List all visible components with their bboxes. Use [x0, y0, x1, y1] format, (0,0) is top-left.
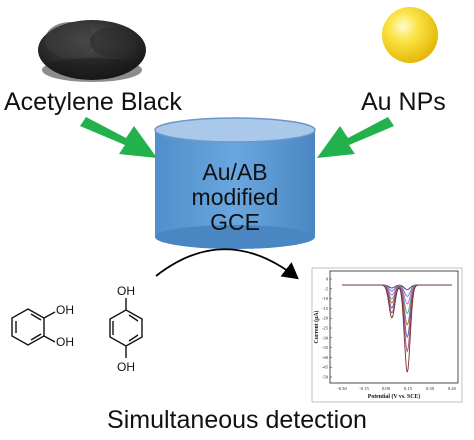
au-nanoparticle-sphere: [382, 7, 438, 63]
electrode-label: Au/AB modified GCE: [155, 160, 315, 235]
au-nps-label: Au NPs: [361, 88, 446, 116]
y-tick-label: -20: [322, 316, 329, 321]
simultaneous-detection-caption: Simultaneous detection: [107, 406, 367, 434]
hydroquinone-structure: [109, 298, 143, 358]
hydroquinone-oh-bottom: OH: [117, 360, 135, 374]
plot-frame: [329, 270, 459, 384]
catechol-structure: [11, 308, 56, 346]
x-tick-label: -0.30: [337, 386, 347, 391]
x-axis-label: Potential (V vs. SCE): [368, 393, 420, 400]
x-tick-label: 0.30: [426, 386, 435, 391]
catechol-oh-bottom: OH: [56, 335, 74, 349]
hydroquinone-oh-top: OH: [117, 284, 135, 298]
voltammogram-trace: [342, 284, 452, 373]
voltammogram-inset: 0 -5 -10 -15 -20 -25 -30 -35 -40 -45 -50 -0.30 -0.1…: [311, 267, 463, 403]
catechol-oh-top: OH: [56, 303, 74, 317]
electrode-label-line3: GCE: [210, 209, 260, 235]
y-tick-label: -50: [322, 375, 329, 380]
modified-electrode-cylinder: [154, 117, 316, 249]
x-tick-label: -0.15: [359, 386, 369, 391]
green-arrow-left: [80, 117, 157, 158]
x-tick-label: 0.00: [382, 386, 391, 391]
y-axis-label: Current (μA): [313, 310, 320, 343]
acetylene-black-label: Acetylene Black: [4, 88, 182, 116]
electrode-label-line1: Au/AB: [202, 159, 268, 185]
y-tick-label: -45: [322, 365, 329, 370]
reaction-curve-arrow: [155, 248, 299, 280]
y-tick-label: -35: [322, 345, 329, 350]
y-tick-label: 0: [326, 277, 329, 282]
acetylene-black-pile: [38, 20, 146, 82]
electrode-label-line2: modified: [191, 184, 279, 210]
y-tick-label: -5: [324, 286, 329, 291]
x-tick-label: 0.45: [448, 386, 457, 391]
y-tick-label: -40: [322, 355, 329, 360]
y-tick-label: -15: [322, 306, 329, 311]
y-tick-label: -25: [322, 326, 329, 331]
x-tick-label: 0.15: [404, 386, 413, 391]
y-tick-label: -10: [322, 296, 329, 301]
y-tick-label: -30: [322, 335, 329, 340]
green-arrow-right: [317, 117, 394, 158]
